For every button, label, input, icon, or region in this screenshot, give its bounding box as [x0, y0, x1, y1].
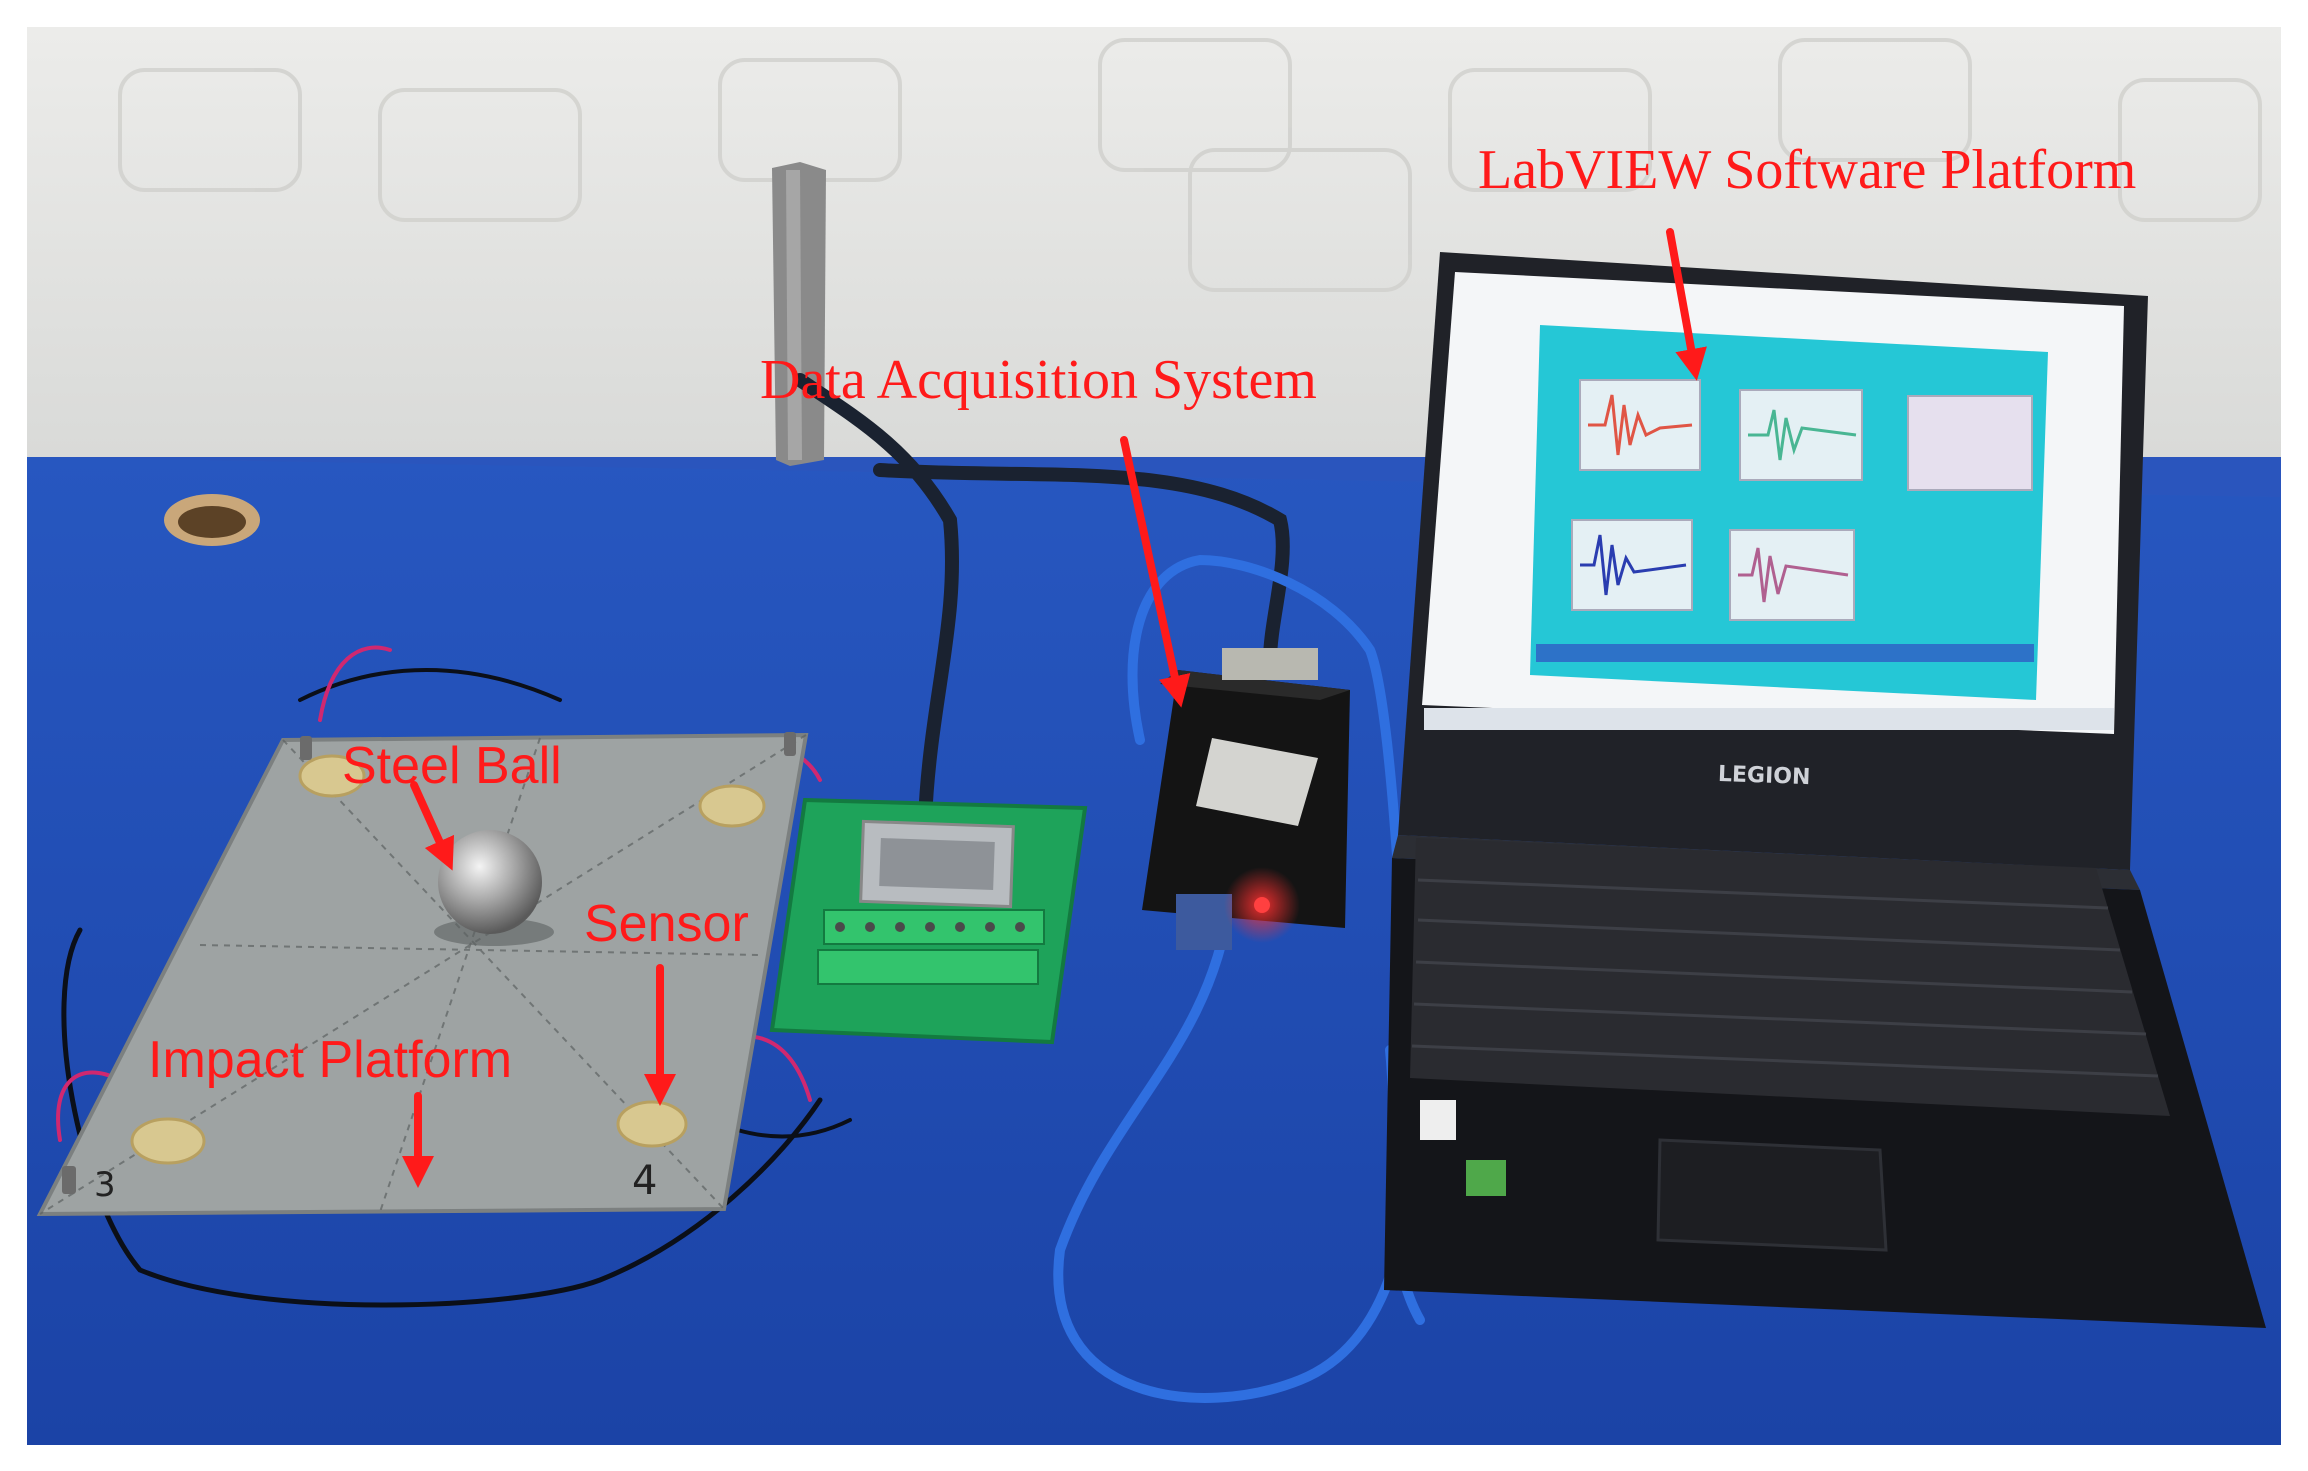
label-impact-platform: Impact Platform [148, 1031, 513, 1089]
terminal-board [769, 797, 1088, 1045]
arrow-daq [1120, 436, 1191, 708]
impact-platform-plate: 4 3 [36, 732, 809, 1217]
daq-device [1142, 648, 1350, 950]
arrow-labview [1666, 228, 1707, 381]
sensor-number-4: 4 [632, 1158, 657, 1204]
label-sensor: Sensor [584, 895, 749, 953]
sensor-number-3: 3 [94, 1165, 116, 1205]
laptop-brand-logo: LEGION [1718, 762, 1811, 790]
arrow-steel-ball [410, 781, 455, 871]
label-labview-software-platform: LabVIEW Software Platform [1478, 139, 2137, 201]
labview-front-panel [1530, 325, 2048, 700]
steel-ball [438, 830, 542, 934]
annotation-arrows [402, 228, 1707, 1188]
laptop: LEGION [1384, 252, 2266, 1328]
label-data-acquisition-system: Data Acquisition System [760, 349, 1317, 411]
label-steel-ball: Steel Ball [342, 737, 562, 795]
wall-pipe [772, 162, 826, 466]
sensor-discs [130, 754, 766, 1165]
